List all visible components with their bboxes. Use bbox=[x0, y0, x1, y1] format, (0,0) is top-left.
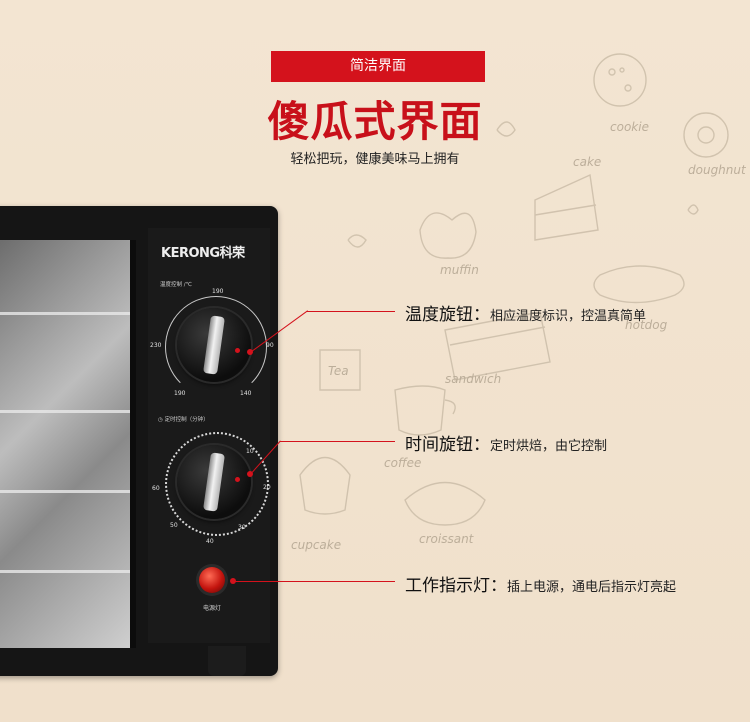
oven-rack bbox=[0, 570, 130, 573]
temp-tick: 90 bbox=[266, 342, 274, 349]
temp-tick: 190 bbox=[174, 390, 186, 397]
coffee-doodle-label: coffee bbox=[384, 456, 422, 470]
tea-doodle-label: Tea bbox=[328, 364, 349, 378]
callout-line-timer bbox=[280, 441, 395, 442]
timer-label: ◷ 定时控制（分钟） bbox=[158, 417, 209, 423]
callout-indicator-lamp: 工作指示灯：插上电源，通电后指示灯亮起 bbox=[405, 576, 677, 596]
temp-tick: 230 bbox=[150, 342, 162, 349]
timer-tick: 60 bbox=[152, 485, 160, 492]
croissant-doodle-label: croissant bbox=[419, 532, 474, 546]
temp-tick: 190 bbox=[212, 288, 224, 295]
sandwich-doodle-label: sandwich bbox=[445, 372, 502, 386]
page-title: 傻瓜式界面 bbox=[267, 97, 483, 146]
callout-line-temperature bbox=[307, 311, 395, 312]
oven-rack bbox=[0, 312, 130, 315]
muffin-doodle-label: muffin bbox=[440, 263, 479, 277]
knob-indicator-dot bbox=[235, 348, 240, 353]
hotdog-doodle-label: hotdog bbox=[625, 318, 668, 332]
callout-timer: 时间旋钮：定时烘焙，由它控制 bbox=[405, 435, 608, 455]
oven-glass-door bbox=[0, 240, 136, 648]
section-badge: 简洁界面 bbox=[271, 51, 485, 82]
callout-line-lamp bbox=[233, 581, 395, 582]
timer-tick: 50 bbox=[170, 522, 178, 529]
page-subtitle: 轻松把玩，健康美味马上拥有 bbox=[290, 152, 460, 167]
power-lamp-label: 电源灯 bbox=[203, 605, 222, 612]
temperature-label: 温度控制 /℃ bbox=[160, 282, 192, 288]
cake-doodle-label: cake bbox=[573, 155, 602, 169]
knob-indicator-dot bbox=[235, 477, 240, 482]
power-indicator-lamp bbox=[199, 567, 225, 593]
cookie-doodle-label: cookie bbox=[610, 120, 649, 134]
temperature-scale-ring bbox=[165, 296, 267, 398]
brand-text: KERONG科荣 bbox=[161, 246, 245, 261]
oven-rack bbox=[0, 410, 130, 413]
timer-scale-ring bbox=[165, 432, 269, 536]
knob-grip bbox=[203, 315, 225, 375]
timer-tick: 30 bbox=[238, 524, 246, 531]
callout-temperature: 温度旋钮：相应温度标识，控温真简单 bbox=[405, 305, 647, 325]
cupcake-doodle-label: cupcake bbox=[291, 538, 342, 552]
knob-grip bbox=[203, 452, 225, 512]
timer-tick: 40 bbox=[206, 538, 214, 545]
temperature-knob[interactable] bbox=[177, 308, 251, 382]
brand-logo: KERONG科荣 bbox=[161, 242, 245, 261]
doughnut-doodle-label: doughnut bbox=[688, 163, 746, 177]
oven-foot bbox=[208, 646, 246, 676]
timer-tick: 20 bbox=[263, 484, 271, 491]
timer-tick: 10 bbox=[246, 448, 254, 455]
clock-icon: ◷ bbox=[158, 417, 165, 423]
oven-rack bbox=[0, 490, 130, 493]
timer-knob[interactable] bbox=[177, 445, 251, 519]
temp-tick: 140 bbox=[240, 390, 252, 397]
